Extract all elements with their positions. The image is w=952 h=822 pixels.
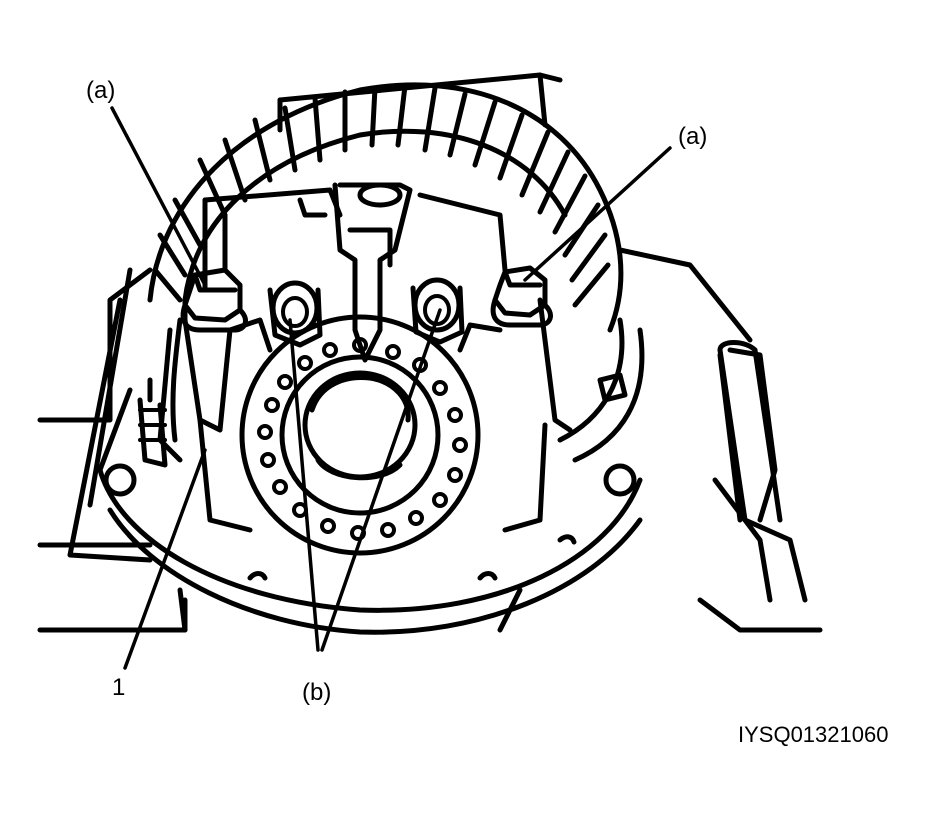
leader-lines <box>110 106 672 670</box>
cap-bolt-left <box>180 267 248 333</box>
label-a-right: (a) <box>678 123 707 150</box>
figure-code: IYSQ01321060 <box>738 722 888 747</box>
leader-a-right <box>523 146 672 282</box>
label-a-left: (a) <box>86 77 115 104</box>
right-rod <box>717 340 783 523</box>
label-b: (b) <box>302 679 331 706</box>
leader-one <box>123 448 207 670</box>
cap-bolt-right <box>490 265 553 328</box>
leader-a-left <box>110 106 207 287</box>
ring-gear <box>147 82 624 333</box>
carrier-housing <box>37 72 823 633</box>
differential-flange <box>239 314 481 556</box>
right-bearing-cap <box>457 297 645 533</box>
leader-b-right <box>320 308 442 652</box>
adjuster-plug-right <box>410 277 465 345</box>
carrier-flange <box>97 387 643 635</box>
leader-b-left <box>288 318 320 652</box>
breather-tube <box>137 377 168 468</box>
adjuster-plug-left <box>267 280 323 348</box>
flange-bolt-holes <box>257 337 468 541</box>
left-bearing-cap <box>157 297 273 533</box>
drawing <box>37 72 823 670</box>
label-one: 1 <box>112 674 125 701</box>
